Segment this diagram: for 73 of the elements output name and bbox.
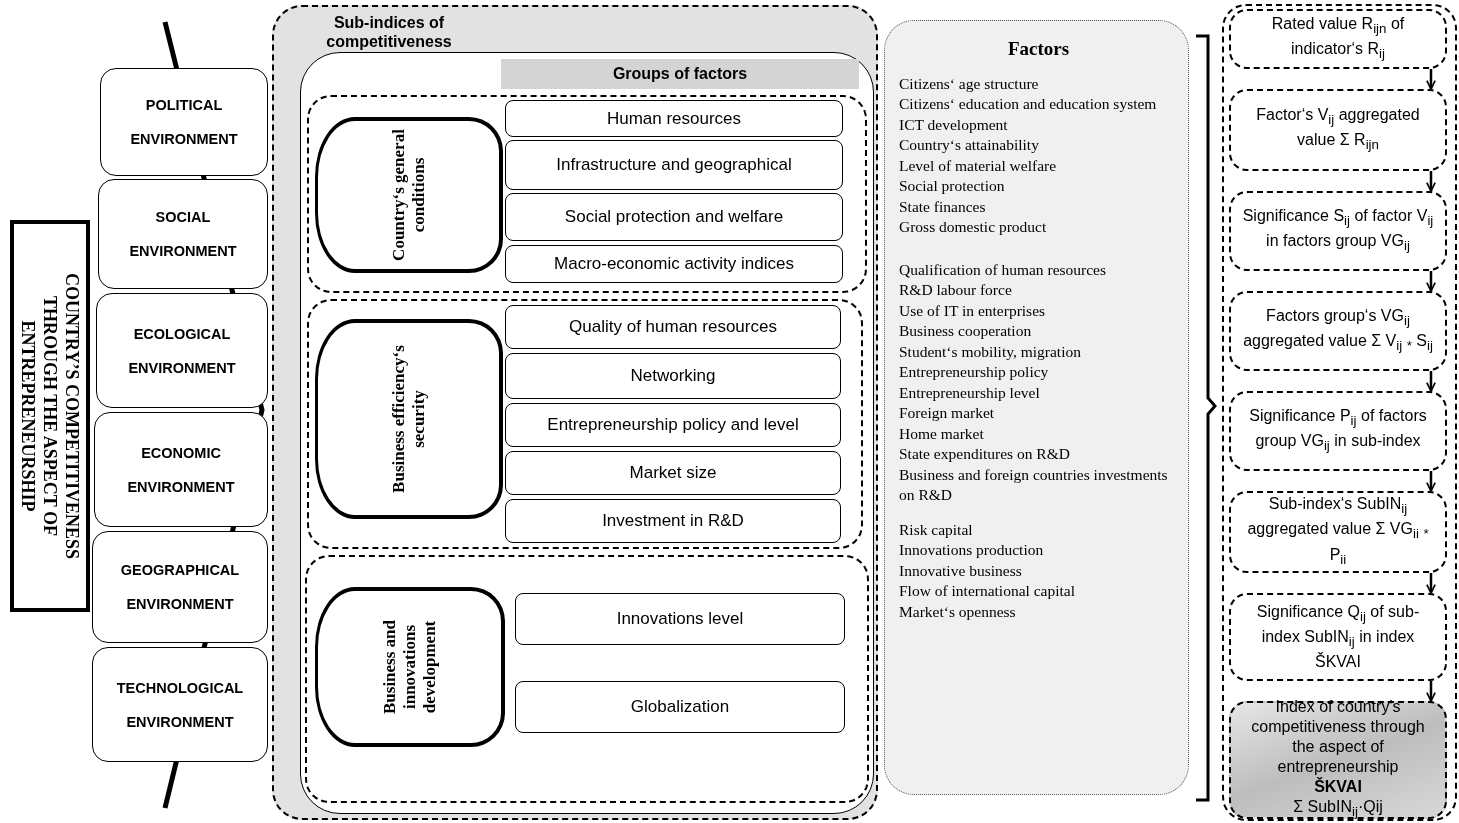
factor-item: ICT development [899, 114, 1009, 135]
factor-group-box: Macro-economic activity indices [505, 245, 843, 283]
factor-item: Risk capital [899, 519, 974, 540]
sub-index-tab [315, 117, 503, 273]
index-name: ŠKVAI [1314, 777, 1362, 798]
factor-item: Flow of international capital [899, 581, 1077, 601]
factor-item: Entrepreneurship level [899, 382, 1041, 403]
formula-text: Σ SubIN$_{ij}$·Qij [1293, 797, 1383, 822]
dashed-column-frame [1222, 4, 1457, 821]
factor-item: Entrepreneurship policy [899, 362, 1050, 382]
dashed-group-frame [305, 555, 869, 803]
factor-item: Qualification of human resources [899, 259, 1108, 280]
environment-box: POLITICAL ENVIRONMENT [100, 68, 268, 176]
environment-box: TECHNOLOGICAL ENVIRONMENT [92, 647, 268, 762]
step-box: Significance P$_{ij}$ of factors group VG$_{ij}$ in sub-index [1229, 391, 1447, 471]
step-box: Factors group‘s VG$_{ij}$ aggregated value Σ V$_{ij}$ $_{*}$ S$_{ij}$ [1229, 291, 1447, 371]
sub-index-tab [315, 587, 505, 747]
step-box: Factor‘s V$_{ij}$ aggregated value Σ R$_{ijn}$ [1229, 89, 1447, 171]
panel-heading: Factors [1006, 39, 1071, 60]
factor-item: Business cooperation [899, 321, 1033, 341]
arrow [1426, 271, 1436, 292]
arrow [1426, 471, 1436, 492]
factor-item: Home market [899, 423, 985, 444]
arrow [1426, 69, 1436, 90]
factor-group-box: Human resources [505, 100, 843, 137]
factor-item: Innovations production [899, 540, 1045, 560]
factor-item: Student‘s mobility, migration [899, 341, 1082, 362]
dashed-group-frame [307, 95, 867, 293]
factor-item: Citizens‘ age structure [899, 73, 1040, 94]
factors-panel [884, 20, 1189, 795]
factor-item: Market‘s openness [899, 601, 1017, 622]
factor-group-box: Networking [505, 353, 841, 399]
column-header: Groups of factors [501, 59, 859, 89]
dashed-group-frame [307, 299, 863, 549]
factor-item: Country‘s attainability [899, 135, 1040, 155]
sub-index-tab [315, 319, 503, 519]
environment-box: SOCIAL ENVIRONMENT [98, 179, 268, 289]
environment-box: ECONOMIC ENVIRONMENT [94, 412, 268, 527]
factor-group-box: Infrastructure and geographical [505, 140, 843, 190]
factor-item: State finances [899, 196, 987, 217]
factor-group-box: Market size [505, 451, 841, 495]
vertical-label: Business and innovations development [379, 619, 440, 716]
factor-item: Innovative business [899, 560, 1023, 581]
factor-group-box: Globalization [515, 681, 845, 733]
environment-box: ECOLOGICAL ENVIRONMENT [96, 293, 268, 408]
vertical-label: Business efficiency‘s security [388, 344, 429, 494]
factor-group-box: Quality of human resources [505, 305, 841, 349]
step-box: Significance Q$_{ij}$ of sub-index SubIN$_{ij}$ in index ŠKVAI [1229, 593, 1447, 681]
factor-item: Gross domestic product [899, 217, 1048, 237]
factor-item: R&D labour force [899, 280, 1013, 300]
arrow [1426, 681, 1436, 702]
arrow [1426, 573, 1436, 594]
arrow [1426, 171, 1436, 192]
arrow [1426, 371, 1436, 392]
factor-item: Social protection [899, 176, 1006, 196]
framed-title-box [10, 220, 90, 612]
factor-item: Business and foreign countries investments on R&D [899, 464, 1169, 505]
environment-box: GEOGRAPHICAL ENVIRONMENT [92, 531, 268, 643]
factor-item: Use of IT in enterprises [899, 300, 1047, 321]
factor-item: Foreign market [899, 403, 996, 423]
factor-group-box: Innovations level [515, 593, 845, 645]
step-box: Rated value R$_{ijn}$ of indicator‘s R$_{ij}$ [1229, 9, 1447, 69]
factor-group-box: Investment in R&D [505, 499, 841, 543]
vertical-title: COUNTRY’S COMPETITIVENESS THROUGH THE ASPECT OF ENTREPRENEURSHIP [17, 272, 83, 561]
factor-item: Citizens‘ education and education system [899, 94, 1158, 114]
panel-heading: Sub-indices of competitiveness [325, 13, 453, 51]
factor-item: State expenditures on R&D [899, 444, 1071, 464]
result-box [1229, 701, 1447, 819]
factor-item: Level of material welfare [899, 155, 1058, 176]
factor-group-box: Entrepreneurship policy and level [505, 403, 841, 447]
vertical-label: Country‘s general conditions [388, 128, 429, 263]
factor-group-box: Social protection and welfare [505, 193, 843, 241]
step-box: Significance S$_{ij}$ of factor V$_{ij}$ in factors group VG$_{ij}$ [1229, 191, 1447, 271]
